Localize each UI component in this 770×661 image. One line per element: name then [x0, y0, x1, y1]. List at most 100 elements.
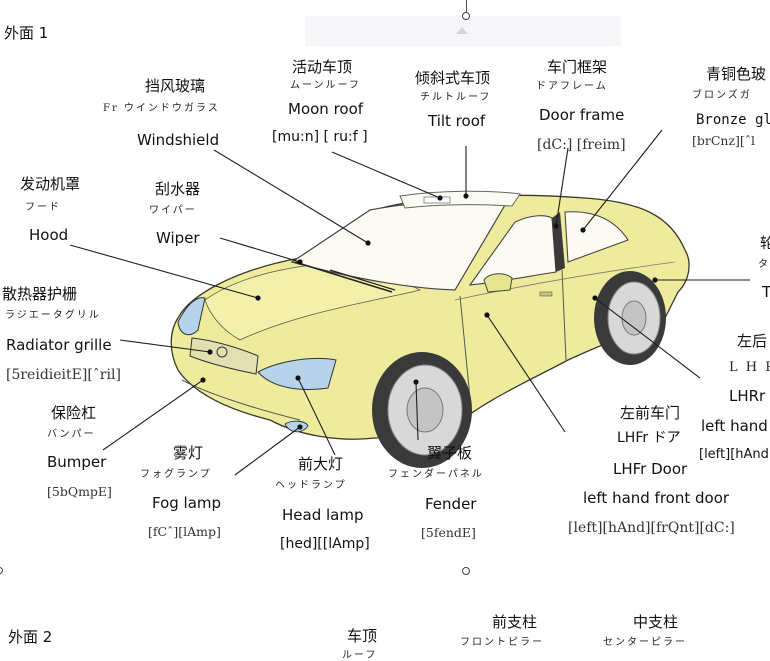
label-roof-kana: ルーフ — [342, 650, 378, 661]
label-headlamp-phonetic: [hed][[lAmp] — [280, 536, 370, 552]
label-lhfrdoor-zh: 左前车门 — [620, 404, 681, 422]
section-heading-ext1: 外面 1 — [4, 24, 49, 42]
leader-grille — [119, 339, 211, 353]
label-wiper-kana: ワイパー — [149, 205, 197, 216]
label-lhrear-kana: L H R — [729, 360, 770, 375]
label-lhrear-zh: 左后 — [737, 332, 768, 350]
label-lhrear-en: LHRr — [729, 387, 766, 405]
rear-side-window — [564, 211, 629, 263]
rear-door-line — [561, 269, 567, 361]
label-bumper-kana: バンパー — [47, 429, 96, 440]
label-headlamp-zh: 前大灯 — [298, 455, 344, 473]
front-door-line — [459, 295, 471, 399]
label-tiltroof-zh: 倾斜式车顶 — [415, 69, 491, 87]
label-hood-zh: 发动机罩 — [20, 175, 81, 193]
rear-wheel — [594, 271, 666, 365]
label-doorframe-zh: 车门框架 — [547, 58, 608, 76]
sunroof-small — [423, 196, 451, 204]
label-tiltroof-en: Tilt roof — [428, 112, 486, 130]
leader-fender — [415, 381, 419, 441]
leader-windshield — [213, 149, 369, 244]
sunroof-glass — [399, 190, 521, 209]
wiper-blade-2 — [329, 269, 396, 291]
leader-doorframe — [555, 147, 569, 227]
label-tire-zh: 轮 — [760, 234, 770, 252]
label-lhfrdoor-en2: left hand front door — [583, 489, 730, 507]
leader-headlamp — [297, 377, 336, 456]
label-windshield-kana: Fr ウインドウガラス — [103, 103, 220, 114]
leader-foglamp — [234, 426, 301, 476]
label-lhfrdoor-en: LHFr Door — [613, 460, 688, 478]
label-centerpillar-zh: 中支柱 — [633, 613, 679, 631]
rotate-handle-line — [466, 0, 467, 15]
label-hood-en: Hood — [29, 226, 69, 244]
leader-lhrear — [594, 297, 701, 379]
wiper-blade — [294, 261, 393, 293]
leader-wiper — [219, 237, 301, 263]
label-headlamp-en: Head lamp — [282, 506, 364, 524]
label-grille-phonetic: [5reidieitE][ˆril] — [6, 367, 121, 383]
resize-handle-bottom[interactable] — [462, 567, 470, 575]
label-wiper-en: Wiper — [156, 229, 200, 247]
rotate-handle[interactable] — [462, 12, 470, 20]
label-fender-zh: 翼子板 — [427, 444, 473, 462]
label-moonroof-kana: ムーンルーフ — [290, 80, 361, 91]
label-roof-zh: 车顶 — [347, 627, 378, 645]
radiator-grille — [189, 337, 259, 375]
side-mirror — [483, 273, 513, 293]
label-grille-kana: ラジエータグリル — [5, 310, 101, 321]
front-bumper — [181, 379, 301, 421]
label-fender-kana: フェンダーパネル — [388, 469, 484, 480]
leader-lines — [69, 129, 750, 476]
label-foglamp-en: Fog lamp — [152, 494, 222, 512]
label-doorframe-en: Door frame — [539, 106, 625, 124]
right-headlamp — [257, 358, 337, 390]
label-centerpillar-kana: センターピラー — [603, 637, 687, 648]
label-grille-zh: 散热器护栅 — [2, 285, 78, 303]
label-tire-en: T — [762, 283, 770, 301]
label-windshield-en: Windshield — [137, 131, 220, 149]
label-fender-en: Fender — [425, 495, 477, 513]
leader-moonroof — [331, 151, 441, 199]
label-lhrear-en2: left hand r — [701, 417, 770, 435]
label-foglamp-zh: 雾灯 — [173, 444, 204, 462]
leader-hood — [69, 244, 259, 299]
collapse-caret-icon[interactable] — [456, 27, 468, 34]
label-doorframe-kana: ドアフレーム — [536, 81, 608, 92]
label-bronze-en: Bronze gl — [696, 112, 770, 128]
front-door-handle — [539, 291, 553, 297]
label-wiper-zh: 刮水器 — [155, 180, 201, 198]
front-wheel — [372, 352, 472, 468]
label-moonroof-zh: 活动车顶 — [292, 58, 353, 76]
label-windshield-zh: 挡风玻璃 — [145, 77, 206, 95]
label-bronze-zh: 青铜色玻 — [706, 65, 767, 83]
label-bronze-kana: ブロンズガ — [692, 90, 752, 101]
label-bumper-en: Bumper — [47, 453, 107, 471]
leader-bronze — [582, 129, 663, 231]
label-frontpillar-kana: フロントピラー — [460, 637, 544, 648]
fog-lamp — [284, 420, 309, 433]
label-bronze-phonetic: [brCnz][ˆl — [692, 133, 756, 148]
label-lhrear-phonetic: [left][hAnd — [699, 447, 769, 462]
label-foglamp-kana: フォグランプ — [140, 469, 212, 480]
label-bumper-phonetic: [5bQmpE] — [47, 484, 112, 499]
emblem — [216, 346, 228, 358]
leader-bumper — [102, 379, 204, 451]
label-doorframe-phonetic: [dC:] [freim] — [537, 137, 626, 153]
label-tiltroof-kana: チルトルーフ — [420, 92, 492, 103]
label-headlamp-kana: ヘッドランプ — [275, 480, 347, 491]
leader-dots — [200, 193, 658, 430]
label-tire-kana: タ — [758, 259, 770, 270]
section-heading-ext2: 外面 2 — [8, 628, 53, 646]
label-frontpillar-zh: 前支柱 — [492, 613, 538, 631]
body-crease — [454, 261, 676, 301]
label-hood-kana: フード — [25, 202, 61, 213]
left-headlamp — [177, 297, 206, 336]
label-lhfrdoor-kana: LHFr ドア — [617, 430, 681, 446]
label-foglamp-phonetic: [fCˆ][lAmp] — [148, 524, 221, 539]
label-grille-en: Radiator grille — [6, 336, 112, 354]
label-fender-phonetic: [5fendE] — [421, 525, 476, 540]
label-moonroof-en: Moon roof — [288, 100, 364, 118]
